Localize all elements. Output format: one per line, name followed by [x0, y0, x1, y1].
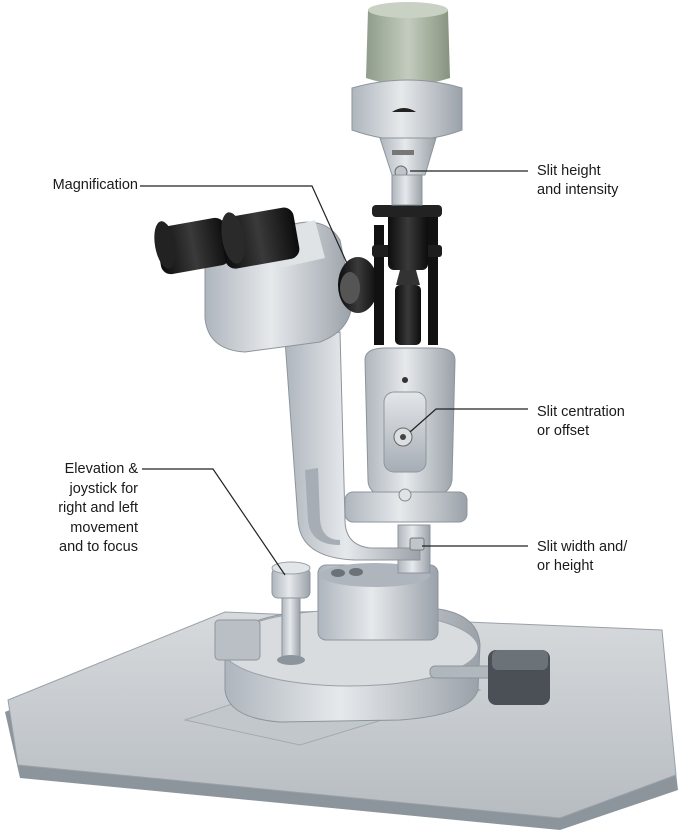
eyepiece-right: [219, 207, 300, 269]
lamp-housing: [351, 2, 463, 206]
joystick: [271, 561, 311, 665]
illumination-tower: [372, 205, 442, 345]
leader-slit-centration: [409, 408, 528, 433]
leader-lines: [140, 170, 528, 576]
base-housing: [214, 563, 481, 723]
slit-assembly: [344, 347, 468, 551]
label-slit-height-intensity: Slit height and intensity: [537, 163, 619, 198]
support-arm: [284, 331, 431, 574]
microscope: [154, 207, 378, 353]
eyepiece-left: [154, 217, 231, 275]
leader-magnification: [140, 185, 351, 271]
label-slit-centration: Slit centration or offset: [537, 404, 625, 439]
side-rail: [429, 650, 550, 705]
leader-elevation: [142, 468, 286, 576]
magnification-drum: [338, 257, 378, 313]
label-magnification: Magnification: [52, 177, 138, 193]
label-slit-width-height: Slit width and/ or height: [537, 539, 628, 574]
label-elevation-joystick: Elevation & joystick for right and left …: [58, 461, 138, 555]
